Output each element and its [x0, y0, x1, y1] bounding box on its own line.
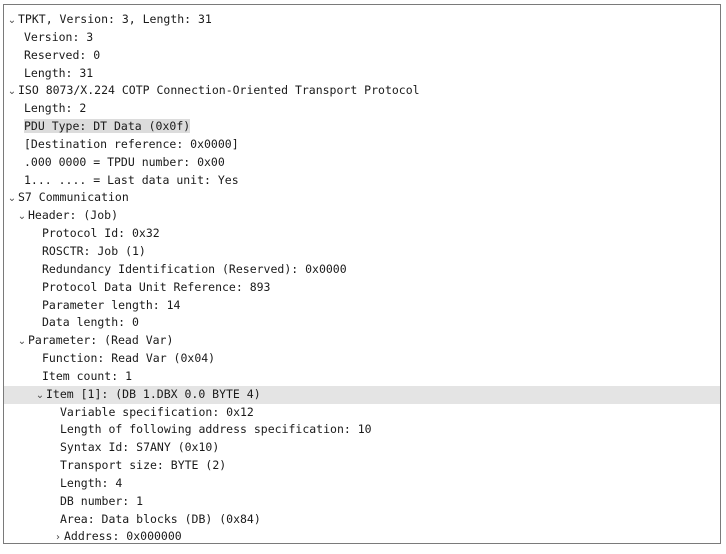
tree-item-data-length[interactable]: Data length: 0	[4, 314, 720, 332]
tree-item-redundancy[interactable]: Redundancy Identification (Reserved): 0x…	[4, 261, 720, 279]
tree-item-label: Length: 4	[60, 475, 123, 490]
tree-node-label: TPKT, Version: 3, Length: 31	[18, 12, 212, 26]
chevron-down-icon[interactable]: ⌄	[7, 86, 17, 98]
tree-item-label: DB number: 1	[60, 493, 144, 508]
tree-item-transport-size[interactable]: Transport size: BYTE (2)	[4, 457, 720, 475]
tree-item-label: Length of following address specificatio…	[60, 422, 372, 437]
tree-item-label: Reserved: 0	[24, 47, 101, 62]
tree-node-tpkt[interactable]: ⌄TPKT, Version: 3, Length: 31	[4, 11, 720, 29]
packet-details-tree: ⌄TPKT, Version: 3, Length: 31 Version: 3…	[4, 11, 720, 544]
chevron-down-icon[interactable]: ⌄	[7, 193, 17, 205]
tree-node-label: Parameter: (Read Var)	[28, 333, 174, 348]
tree-item-label: PDU Type: DT Data (0x0f)	[24, 119, 191, 134]
chevron-right-icon[interactable]: ›	[56, 532, 60, 544]
chevron-down-icon[interactable]: ⌄	[35, 389, 45, 401]
tree-node-cotp[interactable]: ⌄ISO 8073/X.224 COTP Connection-Oriented…	[4, 82, 720, 100]
tree-item-syntax-id[interactable]: Syntax Id: S7ANY (0x10)	[4, 439, 720, 457]
tree-item-function[interactable]: Function: Read Var (0x04)	[4, 350, 720, 368]
tree-node-label: Address: 0x000000	[64, 529, 182, 544]
tree-item-label: Variable specification: 0x12	[60, 404, 254, 419]
tree-item-label: Syntax Id: S7ANY (0x10)	[60, 440, 220, 455]
chevron-down-icon[interactable]: ⌄	[7, 15, 17, 26]
tree-item-cotp-tpdu-number[interactable]: .000 0000 = TPDU number: 0x00	[4, 154, 720, 172]
tree-item-label: Length: 31	[24, 65, 94, 80]
tree-item-param-length[interactable]: Parameter length: 14	[4, 297, 720, 315]
tree-node-label: Header: (Job)	[28, 208, 119, 223]
packet-details-pane: ⌄TPKT, Version: 3, Length: 31 Version: 3…	[3, 4, 721, 544]
tree-node-label: Item [1]: (DB 1.DBX 0.0 BYTE 4)	[46, 386, 261, 401]
tree-item-var-spec[interactable]: Variable specification: 0x12	[4, 404, 720, 422]
tree-item-label: Version: 3	[24, 29, 94, 44]
tree-item-cotp-pdu-type[interactable]: PDU Type: DT Data (0x0f)	[4, 118, 720, 136]
tree-item-label: Transport size: BYTE (2)	[60, 458, 227, 473]
tree-item-cotp-dest-ref[interactable]: [Destination reference: 0x0000]	[4, 136, 720, 154]
tree-node-address[interactable]: › Address: 0x000000	[4, 528, 720, 544]
tree-node-item-1[interactable]: ⌄Item [1]: (DB 1.DBX 0.0 BYTE 4)	[4, 385, 720, 404]
tree-item-protocol-id[interactable]: Protocol Id: 0x32	[4, 225, 720, 243]
tree-node-s7[interactable]: ⌄S7 Communication	[4, 189, 720, 207]
tree-item-label: .000 0000 = TPDU number: 0x00	[24, 154, 225, 169]
tree-item-label: Function: Read Var (0x04)	[42, 351, 216, 366]
tree-item-item-count[interactable]: Item count: 1	[4, 368, 720, 386]
tree-item-label: [Destination reference: 0x0000]	[24, 136, 239, 151]
tree-item-cotp-length[interactable]: Length: 2	[4, 100, 720, 118]
tree-item-area[interactable]: Area: Data blocks (DB) (0x84)	[4, 511, 720, 529]
tree-item-label: Protocol Data Unit Reference: 893	[42, 279, 271, 294]
tree-item-label: Item count: 1	[42, 368, 133, 383]
tree-item-cotp-last-data-unit[interactable]: 1... .... = Last data unit: Yes	[4, 172, 720, 190]
tree-item-label: Data length: 0	[42, 315, 139, 330]
tree-item-label: Protocol Id: 0x32	[42, 226, 160, 241]
tree-item-tpkt-length[interactable]: Length: 31	[4, 65, 720, 83]
tree-node-label: S7 Communication	[18, 190, 129, 205]
chevron-down-icon[interactable]: ⌄	[17, 211, 27, 223]
tree-item-label: Area: Data blocks (DB) (0x84)	[60, 511, 261, 526]
tree-item-item-length[interactable]: Length: 4	[4, 475, 720, 493]
tree-node-s7-header[interactable]: ⌄Header: (Job)	[4, 207, 720, 225]
tree-node-label: ISO 8073/X.224 COTP Connection-Oriented …	[18, 83, 420, 98]
tree-item-tpkt-version[interactable]: Version: 3	[4, 29, 720, 47]
tree-item-label: ROSCTR: Job (1)	[42, 243, 146, 258]
tree-item-label: Length: 2	[24, 101, 87, 116]
tree-item-label: Redundancy Identification (Reserved): 0x…	[42, 261, 347, 276]
tree-item-addr-spec-length[interactable]: Length of following address specificatio…	[4, 421, 720, 439]
tree-item-label: Parameter length: 14	[42, 297, 181, 312]
tree-item-pdu-ref[interactable]: Protocol Data Unit Reference: 893	[4, 279, 720, 297]
tree-item-db-number[interactable]: DB number: 1	[4, 493, 720, 511]
chevron-down-icon[interactable]: ⌄	[17, 336, 27, 348]
tree-node-s7-parameter[interactable]: ⌄Parameter: (Read Var)	[4, 332, 720, 350]
tree-item-rosctr[interactable]: ROSCTR: Job (1)	[4, 243, 720, 261]
tree-item-tpkt-reserved[interactable]: Reserved: 0	[4, 47, 720, 65]
tree-item-label: 1... .... = Last data unit: Yes	[24, 172, 239, 187]
